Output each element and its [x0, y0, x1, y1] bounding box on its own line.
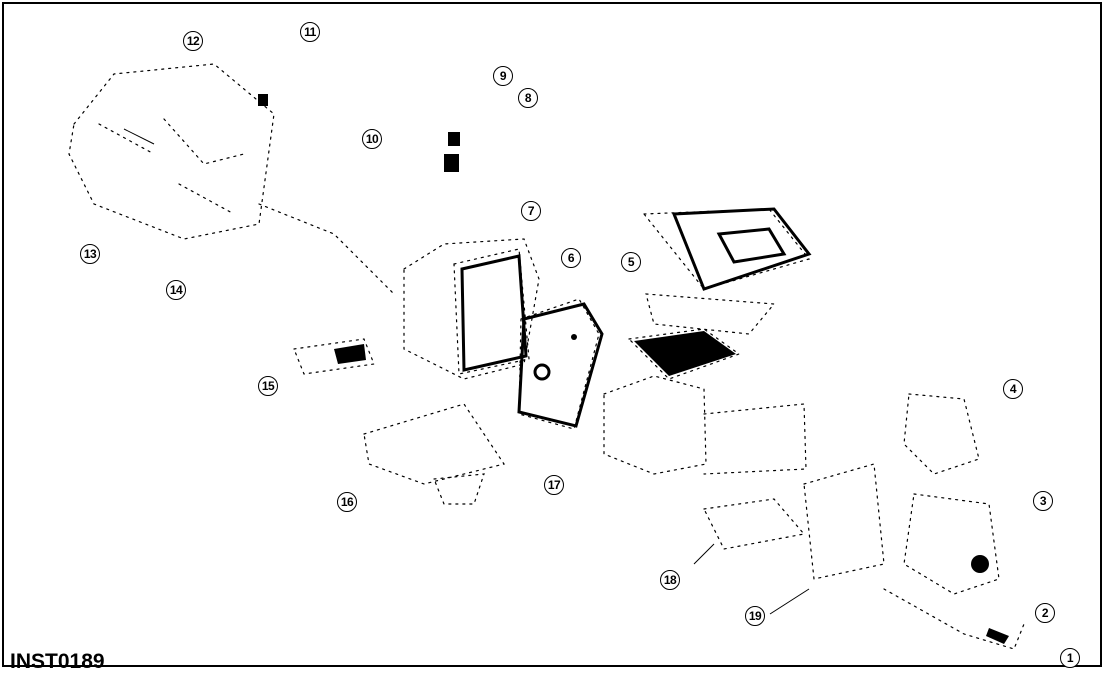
callout-13: 13: [80, 244, 100, 264]
exploded-parts-drawing: [68, 63, 1025, 650]
callout-11: 11: [300, 22, 320, 42]
callout-18: 18: [660, 570, 680, 590]
callout-10: 10: [362, 129, 382, 149]
callout-3: 3: [1033, 491, 1053, 511]
callout-19: 19: [745, 606, 765, 626]
callout-8: 8: [518, 88, 538, 108]
callout-5: 5: [621, 252, 641, 272]
callout-15: 15: [258, 376, 278, 396]
callout-6: 6: [561, 248, 581, 268]
callout-14: 14: [166, 280, 186, 300]
callout-7: 7: [521, 201, 541, 221]
figure-id-caption: INST0189: [10, 650, 105, 673]
callout-17: 17: [544, 475, 564, 495]
callout-4: 4: [1003, 379, 1023, 399]
callout-12: 12: [183, 31, 203, 51]
callout-2: 2: [1035, 603, 1055, 623]
callout-1: 1: [1060, 648, 1080, 668]
callout-9: 9: [493, 66, 513, 86]
callout-16: 16: [337, 492, 357, 512]
